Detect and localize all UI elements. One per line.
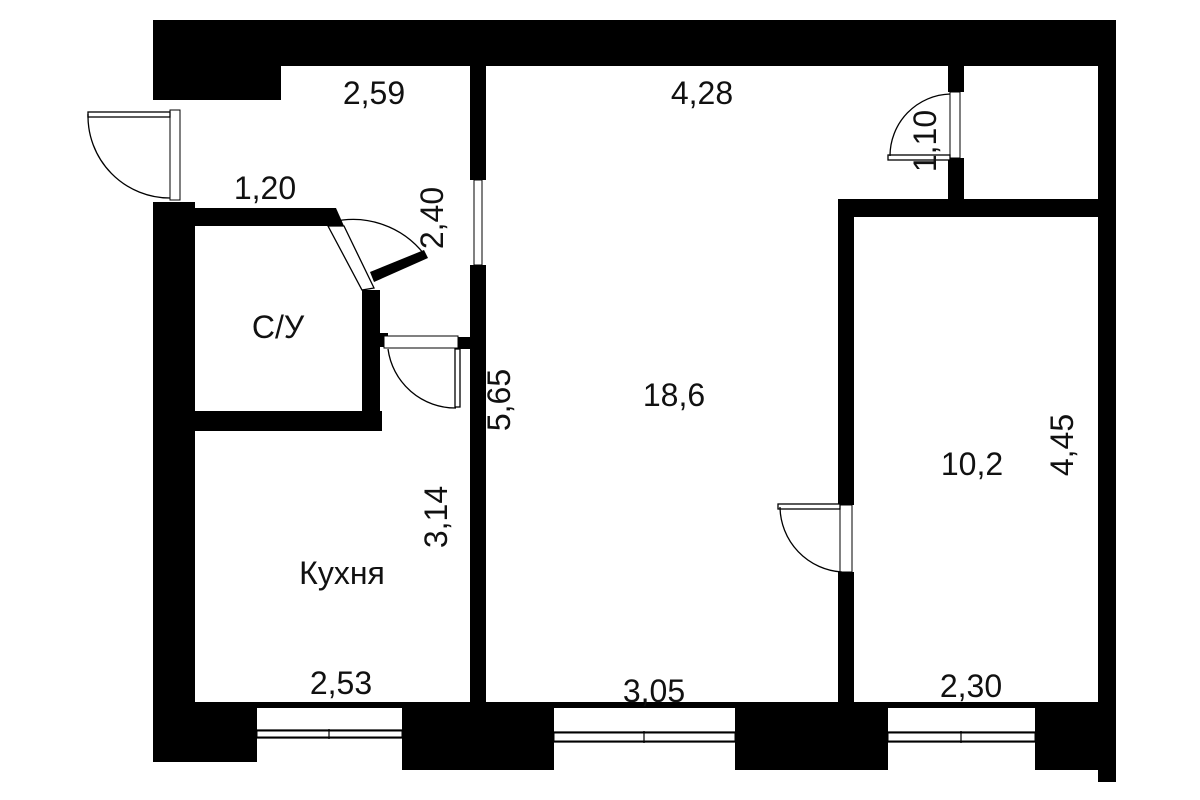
wall-bottom-strip-bedroom	[843, 702, 1098, 708]
wall-bottom-strip-kitchen	[195, 702, 473, 708]
wall-closet-left	[948, 66, 964, 92]
label-bedroom-area: 10,2	[941, 446, 1003, 482]
wall-closet-left-lower	[948, 158, 964, 208]
label-closet-depth: 1,10	[907, 110, 943, 172]
bedroom-door	[777, 503, 853, 573]
wall-bath-corner	[362, 333, 388, 347]
entrance-door	[87, 109, 181, 201]
window-living	[553, 731, 736, 743]
label-living-top-width: 4,28	[671, 75, 733, 111]
wall-right	[1098, 20, 1116, 782]
wall-center-upper	[470, 66, 486, 180]
wall-corridor-step	[195, 208, 330, 226]
label-bedroom-bottom-width: 2,30	[940, 668, 1002, 704]
opening-corridor-living	[473, 179, 483, 266]
label-bathroom-name: С/У	[252, 309, 305, 345]
label-living-bottom-width: 3,05	[623, 673, 685, 709]
kitchen-door	[383, 335, 461, 409]
wall-bottom-right	[1035, 704, 1116, 770]
wall-top	[153, 20, 1116, 66]
bathroom-door	[326, 218, 428, 291]
label-kitchen-name: Кухня	[299, 555, 385, 591]
doors	[87, 91, 961, 573]
label-kitchen-height: 3,14	[418, 486, 454, 548]
wall-bath-right	[362, 290, 380, 413]
label-kitchen-width: 2,53	[310, 665, 372, 701]
wall-corridor-step-edge	[320, 208, 344, 226]
wall-bottom-mid2	[735, 704, 888, 770]
wall-bedroom-top	[838, 199, 1098, 217]
window-bedroom	[887, 731, 1036, 743]
wall-bath-bottom	[195, 411, 382, 431]
wall-kitchen-door-right	[458, 337, 472, 349]
labels: 2,59 4,28 1,10 1,20 2,40 С/У 18,6 5,65 1…	[234, 75, 1080, 709]
walls	[153, 20, 1116, 782]
window-kitchen	[256, 729, 403, 739]
wall-bedroom-left-lower	[838, 572, 854, 706]
label-living-area: 18,6	[643, 377, 705, 413]
label-living-height: 5,65	[481, 369, 517, 431]
wall-bottom-strip-living	[471, 702, 843, 708]
wall-center-lower	[470, 265, 486, 705]
wall-top-left-ledge	[193, 66, 281, 100]
wall-top-left-block	[153, 20, 193, 100]
wall-bottom-mid1	[402, 704, 554, 770]
label-corridor-height: 2,40	[414, 187, 450, 249]
closet-door	[887, 91, 961, 161]
windows	[256, 729, 1036, 743]
label-bedroom-height: 4,45	[1044, 414, 1080, 476]
wall-bedroom-left-upper	[838, 199, 854, 505]
wall-left	[153, 202, 195, 762]
label-corridor-step-width: 1,20	[234, 170, 296, 206]
wall-bottom-left	[153, 704, 257, 762]
label-corridor-top-width: 2,59	[343, 75, 405, 111]
